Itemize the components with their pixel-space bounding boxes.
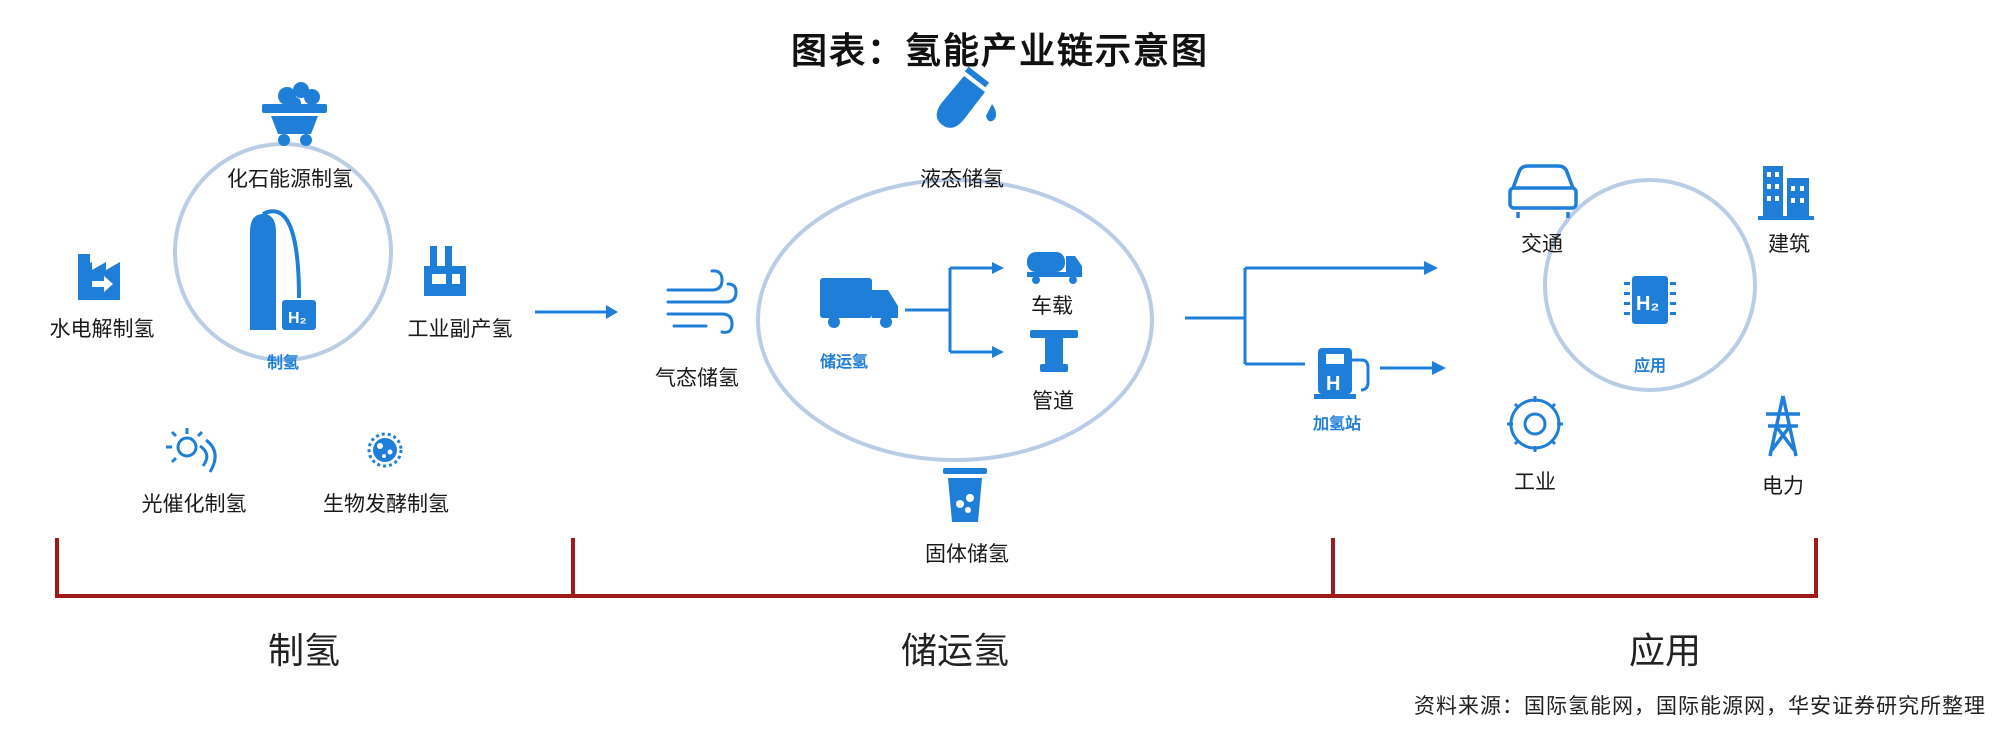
chart-title: 图表：氢能产业链示意图 — [790, 30, 1209, 72]
svg-text:H₂: H₂ — [288, 310, 307, 327]
pipeline-label: 管道 — [1032, 389, 1074, 413]
building-icon — [1758, 166, 1814, 220]
arrows-to-application — [1185, 266, 1437, 370]
app-industry-label: 工业 — [1514, 470, 1556, 494]
electrolysis-factory-icon — [78, 254, 120, 300]
method-electrolysis: 水电解制氢 — [49, 317, 155, 341]
method-photocatalysis: 光催化制氢 — [141, 492, 247, 516]
app-power-label: 电力 — [1762, 474, 1804, 498]
source-note: 资料来源：国际氢能网，国际能源网，华安证券研究所整理 — [1414, 694, 1986, 718]
app-building-label: 建筑 — [1768, 232, 1810, 256]
hydrogen-chip-icon: H₂ — [1624, 276, 1676, 324]
pipeline-icon — [1030, 330, 1078, 372]
solid-storage-label: 固体储氢 — [925, 542, 1009, 566]
car-icon — [1508, 164, 1578, 218]
industrial-factory-icon — [424, 246, 466, 296]
svg-text:H₂: H₂ — [1636, 293, 1659, 315]
hydrogen-tank-icon: H₂ — [250, 209, 316, 330]
stage-application: 应用 — [1628, 631, 1702, 672]
stage-transport: 储运氢 — [900, 631, 1010, 672]
stage-bracket — [55, 538, 1818, 598]
stage-production: 制氢 — [267, 631, 341, 672]
truck-icon — [820, 278, 898, 328]
method-byproduct: 工业副产氢 — [407, 317, 513, 341]
gas-storage-label: 气态储氢 — [655, 366, 739, 390]
svg-text:H: H — [1326, 373, 1340, 395]
gear-icon — [1507, 396, 1563, 452]
liquid-storage-label: 液态储氢 — [920, 167, 1004, 191]
method-fossil: 化石能源制氢 — [227, 167, 353, 191]
vehicle-label: 车载 — [1031, 294, 1073, 318]
tanker-truck-icon — [1027, 252, 1082, 284]
application-center-label: 应用 — [1633, 356, 1667, 375]
power-tower-icon — [1766, 395, 1800, 457]
coal-cart-icon — [262, 82, 327, 146]
solid-bin-icon — [943, 468, 987, 522]
microbe-icon — [367, 432, 403, 468]
production-center-label: 制氢 — [266, 353, 300, 372]
gas-wind-icon — [666, 269, 738, 334]
application-circle — [1543, 178, 1757, 392]
app-transport-label: 交通 — [1521, 232, 1563, 256]
transport-center-label: 储运氢 — [819, 352, 869, 371]
test-tube-icon — [936, 66, 997, 128]
method-fermentation: 生物发酵制氢 — [323, 492, 449, 516]
station-label: 加氢站 — [1312, 414, 1362, 433]
transport-ellipse — [756, 178, 1154, 462]
photocatalysis-sun-icon — [166, 428, 217, 473]
transport-branch-lines — [905, 266, 1000, 354]
hydrogen-pump-icon: H — [1314, 348, 1370, 399]
